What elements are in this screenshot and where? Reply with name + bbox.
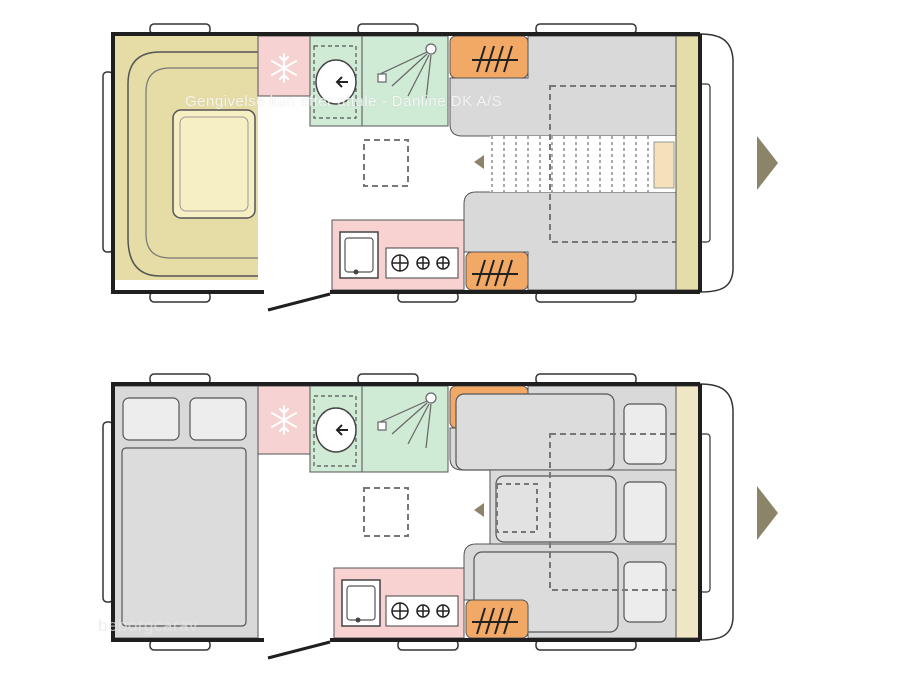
pillow [189, 397, 247, 441]
pillow [122, 397, 180, 441]
heater-icon [472, 45, 518, 73]
skylight-icon [363, 139, 409, 187]
front-panel [675, 385, 701, 639]
heater [449, 35, 529, 79]
entry-door [267, 640, 331, 660]
direction-arrow-icon [474, 155, 484, 169]
pillow [623, 481, 667, 543]
snowflake-icon [271, 53, 297, 83]
floor-plan-bottom [102, 373, 734, 660]
kitchen-sink [341, 579, 381, 627]
outer-walls [111, 32, 702, 294]
skylight-icon [496, 483, 538, 533]
stove-burner-icon [391, 602, 450, 620]
direction-arrow-icon [474, 503, 484, 517]
outer-walls [111, 382, 702, 642]
watermark-top: Gengivelse kun efter aftale - Danline DK… [185, 93, 503, 110]
bed-bridge-slats [490, 136, 676, 192]
entry-door [267, 292, 331, 312]
shower-icon [377, 43, 437, 101]
mattress [455, 393, 615, 471]
kitchen-sink [339, 231, 379, 279]
sink-icon [315, 59, 357, 105]
mattress [121, 447, 247, 627]
dinette-table [172, 109, 256, 219]
heater-lower [465, 599, 529, 639]
front-panel [675, 35, 701, 291]
pillow [653, 141, 675, 189]
mattress [495, 475, 617, 543]
heater-lower [465, 251, 529, 291]
window-frames [102, 23, 637, 303]
snowflake-icon [271, 405, 297, 435]
skylight-icon [363, 487, 409, 537]
floor-plan-top [102, 23, 734, 312]
sink-icon [315, 407, 357, 453]
pillow [623, 561, 667, 623]
stove-burner-icon [391, 254, 450, 272]
travel-direction-arrow [757, 136, 778, 190]
travel-direction-arrow [757, 486, 778, 540]
shower-icon [377, 392, 437, 449]
watermark-bottom: beborgcarav [98, 616, 199, 635]
